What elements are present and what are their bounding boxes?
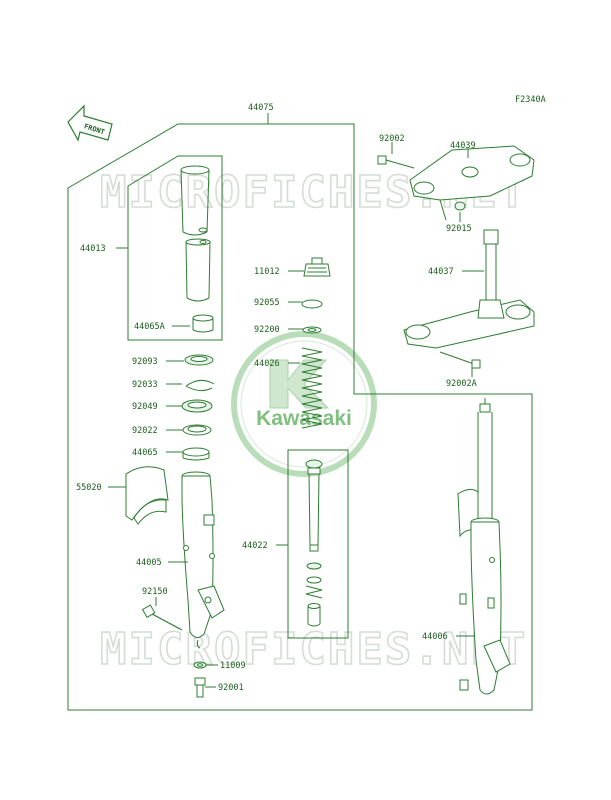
figure-code: F2340A [515,95,546,105]
label-92001: 92001 [218,683,244,693]
label-44075: 44075 [248,103,274,113]
retaining-ring-92033 [185,380,215,392]
bolt-92002a [439,351,481,369]
fork-assembly-44006 [457,398,511,695]
oil-seal-92049 [181,399,213,413]
label-44065a: 44065A [134,322,165,332]
cap-bolt-11012 [303,257,331,277]
upper-bracket-44039 [409,145,535,221]
o-ring-92055 [301,299,323,309]
inner-tube-lower [185,238,211,302]
front-arrow-icon: FRONT [67,104,113,142]
subassembly-box-44013 [127,155,223,341]
washer-92022 [182,424,212,436]
label-92200: 92200 [254,325,280,335]
label-92055: 92055 [254,298,280,308]
oil-seal-92093 [184,354,214,366]
label-92015: 92015 [446,224,472,234]
label-44065: 44065 [132,448,158,458]
label-44026: 44026 [254,359,280,369]
gasket-11009 [193,661,207,669]
assembly-outline [67,123,533,711]
bolt-92002 [377,155,415,169]
spring-44026 [301,347,323,429]
label-44039: 44039 [450,141,476,151]
logo-text: Kawasaki [256,407,352,430]
subassembly-box-44022 [287,449,349,639]
outer-tube-44005 [181,471,225,649]
label-92002a: 92002A [446,379,477,389]
label-92150: 92150 [142,587,168,597]
label-92002: 92002 [379,134,405,144]
label-11009: 11009 [220,661,246,671]
label-55020: 55020 [76,483,102,493]
label-44013: 44013 [80,244,106,254]
watermark-bottom: MICROFICHES.NET [100,624,527,675]
nut-92015 [454,201,466,211]
label-11012: 11012 [254,267,280,277]
bushing-44065a [192,314,214,333]
label-44022: 44022 [242,541,268,551]
damper-rod-44022 [305,459,323,627]
label-92033: 92033 [132,380,158,390]
bushing-44065 [182,447,210,461]
bolt-92001 [194,677,206,698]
label-92093: 92093 [132,357,158,367]
kawasaki-logo: Kawasaki [231,331,377,477]
label-44037: 44037 [428,267,454,277]
label-92022: 92022 [132,426,158,436]
label-44005: 44005 [136,558,162,568]
washer-92200 [302,326,322,334]
label-44006: 44006 [422,632,448,642]
bolt-92150 [141,604,183,631]
label-92049: 92049 [132,402,158,412]
steering-stem-44037 [403,229,535,349]
inner-tube-upper [180,165,210,236]
fork-guard-55020 [125,466,169,525]
